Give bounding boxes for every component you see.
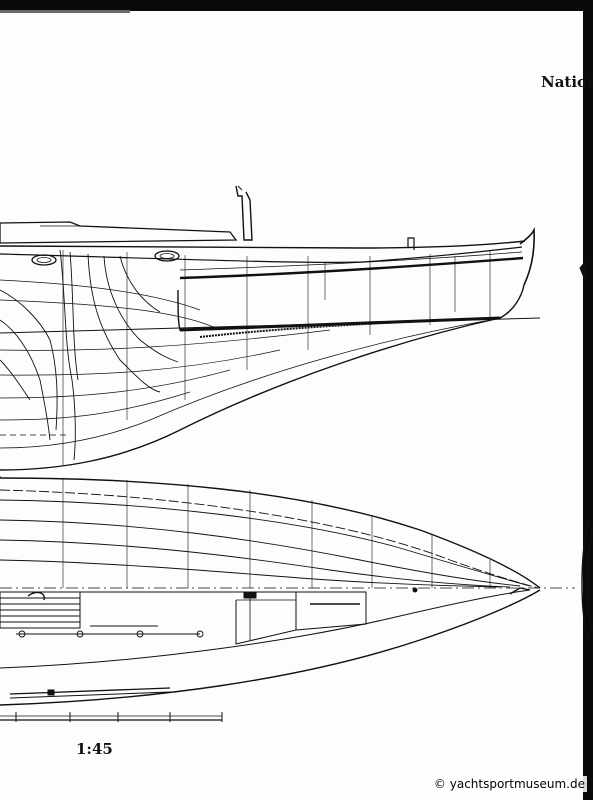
watermark-credit: © yachtsportmuseum.de [431,776,587,792]
deck-line-upper [0,477,541,589]
body-plan-sections [0,249,179,461]
scale-bar [0,712,223,722]
deck-fittings [16,603,360,638]
bow-bollard [407,237,415,250]
deck-line-lower [0,589,541,706]
plan-station-lines [62,478,491,588]
porthole [154,250,180,262]
sheer-line-upper [0,240,526,249]
body-plan-fragment [579,260,593,641]
bow-stem [519,226,535,286]
rubbing-strake [179,256,524,280]
buttock-lines [0,279,331,421]
toe-rail [9,687,171,695]
sheer-line [0,246,523,263]
sheet-heading: Nation [541,73,593,91]
profile-view [0,185,541,471]
station-lines [62,250,491,465]
scale-label: 1:45 [76,740,113,758]
keel-outline [0,317,501,471]
mast-partner [243,591,257,599]
porthole [31,254,57,266]
half-breadth-view [0,476,575,706]
mast-stub [235,185,253,241]
coachroof-outline [0,221,238,244]
cockpit-grating [0,591,81,629]
